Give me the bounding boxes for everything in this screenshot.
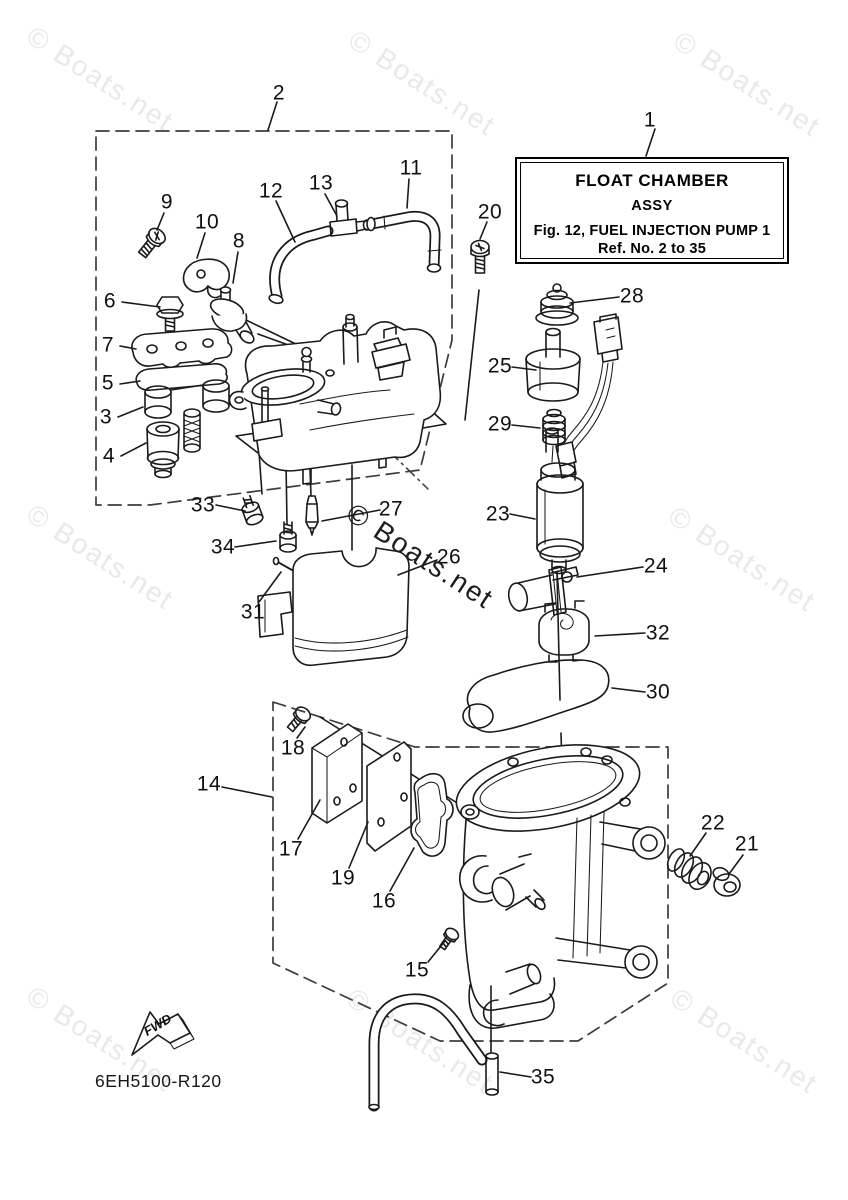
- callout-ref-1[interactable]: 1: [643, 108, 657, 132]
- part-gasket-19: [366, 741, 412, 852]
- callout-ref-12[interactable]: 12: [258, 179, 284, 203]
- callout-ref-7[interactable]: 7: [101, 333, 115, 357]
- assembly-box-14: [272, 701, 669, 1042]
- part-gasket-5: [135, 363, 228, 391]
- callout-ref-11[interactable]: 11: [399, 156, 423, 180]
- part-hose-bottom: [368, 993, 488, 1112]
- callout-ref-20[interactable]: 20: [477, 200, 503, 224]
- part-needle-valve-27: [305, 495, 319, 536]
- callout-ref-10[interactable]: 10: [194, 210, 220, 234]
- part-cover-7: [131, 328, 233, 369]
- callout-ref-16[interactable]: 16: [371, 889, 397, 913]
- part-bolt-6: [156, 296, 184, 332]
- part-inlet-filter-24: [507, 566, 579, 616]
- part-float-3: [144, 379, 230, 419]
- drawing-code: 6EH5100-R120: [95, 1071, 222, 1091]
- part-hose-12: [268, 225, 334, 305]
- title-line-2: ASSY: [631, 198, 673, 214]
- part-strainer: [183, 408, 201, 453]
- callout-ref-35[interactable]: 35: [530, 1065, 556, 1089]
- callout-ref-29[interactable]: 29: [487, 412, 513, 436]
- part-regulator-8: [209, 286, 255, 344]
- callout-ref-27[interactable]: 27: [378, 497, 404, 521]
- callout-ref-22[interactable]: 22: [700, 811, 726, 835]
- callout-ref-34[interactable]: 34: [210, 535, 236, 559]
- part-grommet-28: [535, 283, 579, 326]
- part-bracket-housing: [455, 744, 666, 1029]
- callout-ref-23[interactable]: 23: [485, 502, 511, 526]
- callout-ref-18[interactable]: 18: [280, 736, 306, 760]
- callout-ref-2[interactable]: 2: [272, 81, 286, 105]
- callout-ref-8[interactable]: 8: [232, 229, 246, 253]
- title-line-3: Fig. 12, FUEL INJECTION PUMP 1: [533, 223, 771, 239]
- callout-ref-9[interactable]: 9: [160, 190, 174, 214]
- fwd-arrow-icon: [131, 1011, 195, 1056]
- part-tube-35: [485, 1052, 499, 1096]
- title-line-1: FLOAT CHAMBER: [575, 171, 729, 190]
- callout-ref-3[interactable]: 3: [99, 405, 113, 429]
- float-chamber-body: [228, 313, 447, 485]
- callout-ref-15[interactable]: 15: [404, 958, 430, 982]
- assembly-box-2: [95, 130, 453, 506]
- part-filter-25: [525, 327, 581, 402]
- part-screw-20: [470, 239, 490, 274]
- callout-ref-24[interactable]: 24: [643, 554, 669, 578]
- callout-ref-5[interactable]: 5: [101, 371, 115, 395]
- part-cup-4: [146, 421, 180, 479]
- leader-lines: [117, 101, 744, 1078]
- part-screw-34: [279, 521, 297, 553]
- callout-ref-19[interactable]: 19: [330, 866, 356, 890]
- callout-ref-33[interactable]: 33: [190, 493, 216, 517]
- part-damper-22: [666, 848, 712, 891]
- part-spacer-29: [542, 408, 566, 446]
- callout-ref-13[interactable]: 13: [308, 171, 334, 195]
- callout-ref-6[interactable]: 6: [103, 289, 117, 313]
- callout-ref-28[interactable]: 28: [619, 284, 645, 308]
- callout-ref-25[interactable]: 25: [487, 354, 513, 378]
- part-hose-11: [366, 210, 442, 273]
- part-gasket-30: [462, 659, 610, 733]
- title-line-4: Ref. No. 2 to 35: [598, 241, 706, 257]
- callout-ref-4[interactable]: 4: [102, 444, 116, 468]
- part-grommet-21: [712, 866, 741, 897]
- title-box: FLOAT CHAMBER ASSY Fig. 12, FUEL INJECTI…: [515, 157, 789, 264]
- callout-ref-21[interactable]: 21: [734, 832, 760, 856]
- part-harness: [555, 313, 623, 479]
- callout-ref-17[interactable]: 17: [278, 837, 304, 861]
- part-screw-15: [438, 927, 460, 951]
- callout-ref-30[interactable]: 30: [645, 680, 671, 704]
- part-gasket-16: [410, 772, 454, 857]
- callout-ref-31[interactable]: 31: [240, 600, 266, 624]
- part-bracket-10: [182, 258, 231, 299]
- part-screw-9: [137, 227, 166, 259]
- part-joint-13: [329, 199, 372, 237]
- part-screw-18: [286, 706, 312, 733]
- callout-ref-26[interactable]: 26: [436, 545, 462, 569]
- callout-ref-14[interactable]: 14: [196, 772, 222, 796]
- part-cover-26: [257, 547, 410, 667]
- part-plate-17: [311, 723, 363, 824]
- callout-ref-32[interactable]: 32: [645, 621, 671, 645]
- part-holder-32: [538, 600, 590, 663]
